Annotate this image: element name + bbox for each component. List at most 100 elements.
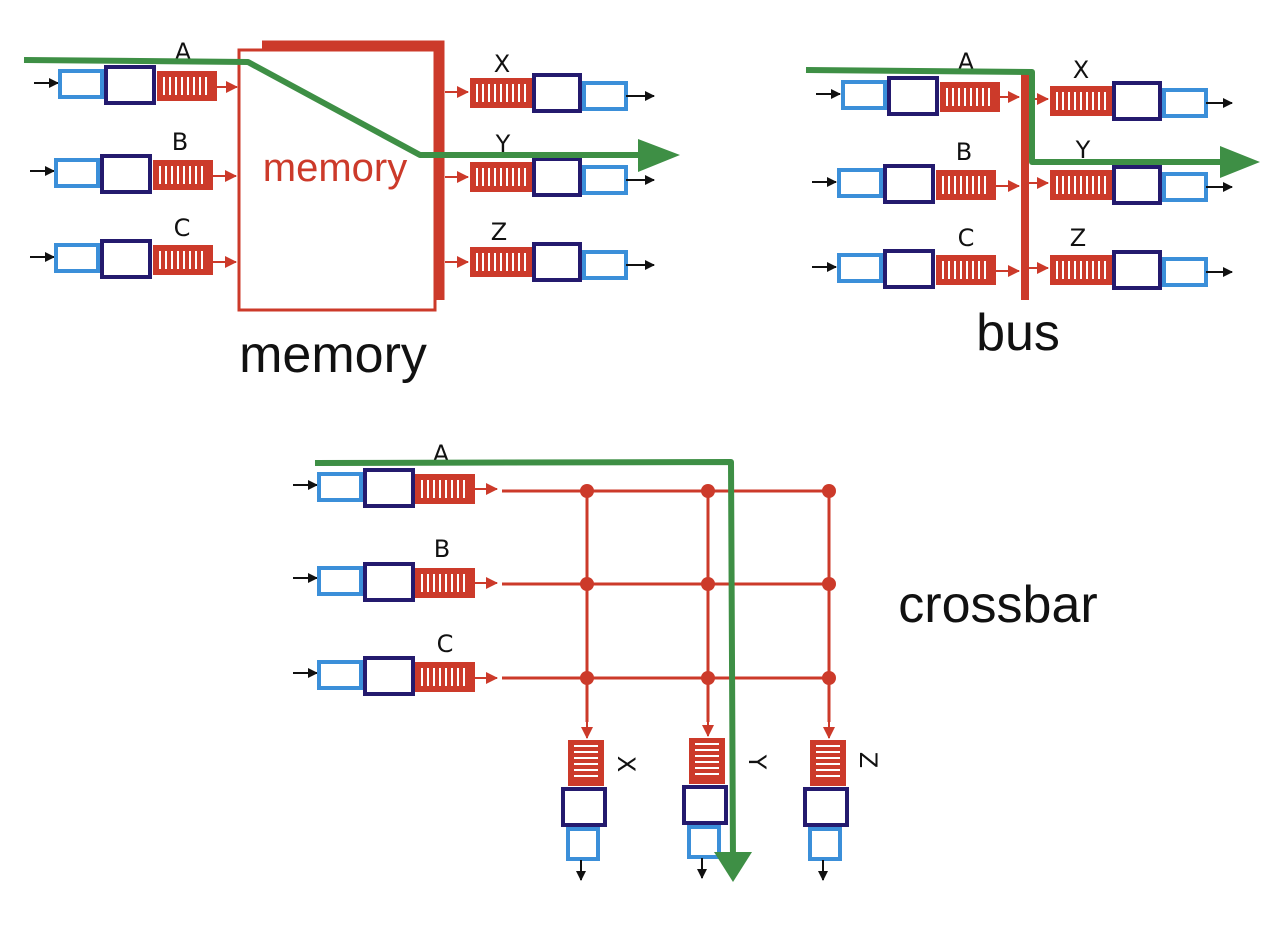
port-box xyxy=(561,787,607,827)
queue-buffer xyxy=(1050,255,1112,285)
output-label-x: X xyxy=(494,50,510,78)
queue-buffer xyxy=(810,740,846,786)
output-port-z: Z xyxy=(803,712,882,881)
output-label-x: X xyxy=(612,756,640,772)
bus-caption: bus xyxy=(976,304,1060,362)
line-card-box xyxy=(317,472,363,502)
crossbar-grid xyxy=(502,489,831,722)
input-label-c: C xyxy=(958,224,975,252)
port-box xyxy=(532,73,582,113)
line-card-box xyxy=(1162,88,1208,118)
output-port-y: Y xyxy=(445,130,655,197)
input-port-c: C xyxy=(812,224,1020,289)
line-card-box xyxy=(582,250,628,280)
input-port-a: A xyxy=(293,440,498,508)
input-label-b: B xyxy=(172,128,188,156)
port-box xyxy=(1112,81,1162,121)
port-box xyxy=(363,468,415,508)
port-box xyxy=(883,164,935,204)
port-box xyxy=(887,76,939,116)
output-port-x: X xyxy=(1029,56,1233,121)
queue-buffer xyxy=(936,255,996,285)
port-box xyxy=(803,787,849,827)
output-label-x: X xyxy=(1073,56,1089,84)
output-port-x: X xyxy=(561,712,640,881)
port-box xyxy=(532,157,582,197)
queue-buffer xyxy=(689,738,725,784)
output-port-z: Z xyxy=(445,218,655,282)
queue-buffer xyxy=(470,78,532,108)
crosspoint-nodes xyxy=(580,484,836,685)
crossbar-caption: crossbar xyxy=(898,576,1097,634)
output-label-y: Y xyxy=(495,130,511,158)
bus-panel: A B C xyxy=(805,48,1260,362)
queue-buffer xyxy=(415,662,475,692)
queue-buffer xyxy=(936,170,996,200)
output-label-y: Y xyxy=(743,754,771,770)
line-card-box xyxy=(582,81,628,111)
line-card-box xyxy=(687,825,721,859)
input-label-c: C xyxy=(437,630,454,658)
input-port-b: B xyxy=(812,138,1020,204)
line-card-box xyxy=(808,827,842,861)
line-card-box xyxy=(54,243,100,273)
packet-path xyxy=(805,67,1260,178)
line-card-box xyxy=(317,566,363,596)
port-box xyxy=(532,242,582,282)
port-box xyxy=(682,785,728,825)
crossbar-panel: A B C xyxy=(293,440,1098,882)
line-card-box xyxy=(566,827,600,861)
packet-path xyxy=(314,459,752,882)
port-box xyxy=(1112,250,1162,290)
queue-buffer xyxy=(1050,86,1112,116)
line-card-box xyxy=(54,158,100,188)
line-card-box xyxy=(317,660,363,690)
queue-buffer xyxy=(470,247,532,277)
line-card-box xyxy=(1162,257,1208,287)
output-label-z: Z xyxy=(854,752,882,768)
port-box xyxy=(883,249,935,289)
input-port-b: B xyxy=(30,128,237,194)
line-card-box xyxy=(841,80,887,110)
port-box xyxy=(100,239,152,279)
output-label-y: Y xyxy=(1075,136,1091,164)
input-port-a: A xyxy=(34,38,238,105)
memory-panel: A B C memory xyxy=(23,38,680,384)
line-card-box xyxy=(582,165,628,195)
queue-buffer xyxy=(157,71,217,101)
queue-buffer xyxy=(1050,170,1112,200)
queue-buffer xyxy=(470,162,532,192)
input-port-c: C xyxy=(293,630,498,696)
line-card-box xyxy=(58,69,104,99)
input-port-a: A xyxy=(816,48,1020,116)
port-box xyxy=(104,65,156,105)
output-port-z: Z xyxy=(1029,224,1233,290)
memory-block: memory xyxy=(237,40,445,312)
output-port-x: X xyxy=(445,50,655,113)
port-box xyxy=(363,656,415,696)
queue-buffer xyxy=(415,474,475,504)
input-label-b: B xyxy=(434,535,450,563)
output-label-z: Z xyxy=(1070,224,1086,252)
port-box xyxy=(363,562,415,602)
output-port-y: Y xyxy=(682,712,771,879)
packet-path xyxy=(23,57,680,172)
line-card-box xyxy=(1162,172,1208,202)
input-label-b: B xyxy=(956,138,972,166)
queue-buffer xyxy=(568,740,604,786)
port-box xyxy=(100,154,152,194)
input-label-c: C xyxy=(174,214,191,242)
input-port-b: B xyxy=(293,535,498,602)
output-label-z: Z xyxy=(491,218,507,246)
queue-buffer xyxy=(940,82,1000,112)
queue-buffer xyxy=(415,568,475,598)
port-box xyxy=(1112,165,1162,205)
memory-caption: memory xyxy=(239,326,427,384)
memory-block-label: memory xyxy=(263,146,407,190)
output-port-y: Y xyxy=(1029,136,1233,205)
line-card-box xyxy=(837,168,883,198)
queue-buffer xyxy=(153,160,213,190)
input-port-c: C xyxy=(30,214,237,279)
line-card-box xyxy=(837,253,883,283)
